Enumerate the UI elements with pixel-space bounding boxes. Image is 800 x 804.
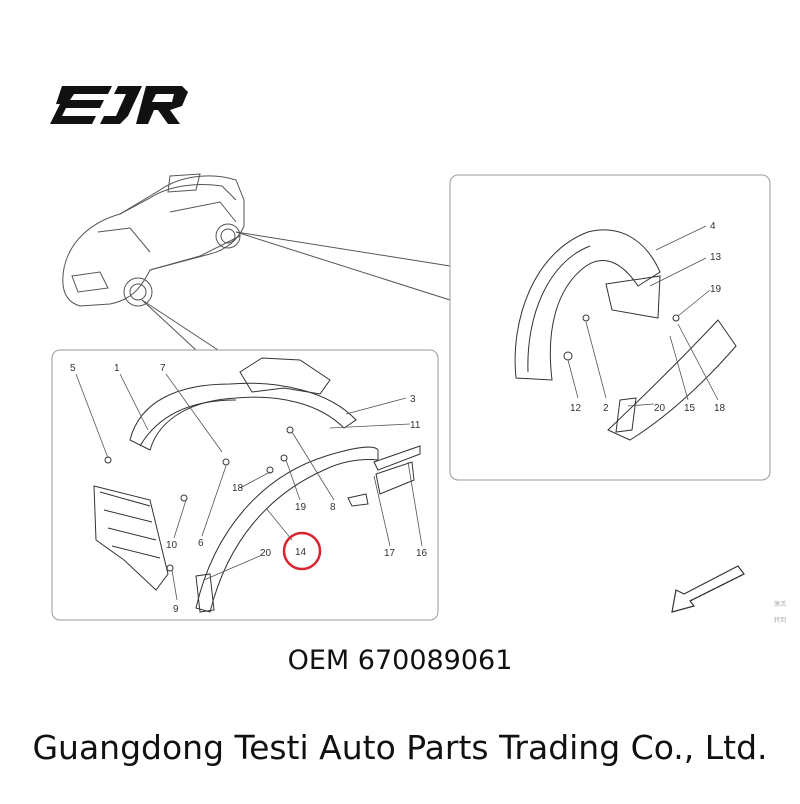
callout-label: 18 [714, 403, 726, 414]
callout-label: 15 [684, 403, 696, 414]
callout-label: 10 [166, 540, 178, 551]
callout-label: 18 [232, 483, 244, 494]
callout-label: 16 [416, 548, 428, 559]
callout-label: 20 [260, 548, 272, 559]
callout-label: 11 [410, 420, 421, 431]
callout-label: 20 [654, 403, 666, 414]
callout-label: 14 [295, 547, 307, 558]
front-callout-leaders [75, 373, 423, 601]
callout-label: 2 [603, 403, 609, 414]
callout-label: 3 [410, 394, 416, 405]
callout-label: 19 [710, 284, 722, 295]
watermark-text: 转到 [774, 616, 786, 624]
callout-label: 1 [114, 363, 120, 374]
callout-label: 6 [198, 538, 204, 549]
front-wheel-arch-parts [93, 357, 421, 613]
watermark-text: 激活 [774, 600, 786, 608]
callout-label: 19 [295, 502, 307, 513]
callout-label: 4 [710, 221, 716, 232]
callout-label: 7 [160, 363, 166, 374]
callout-label: 9 [173, 604, 179, 615]
company-name: Guangdong Testi Auto Parts Trading Co., … [32, 728, 768, 767]
direction-arrow-icon [671, 565, 745, 613]
callout-label: 5 [70, 363, 76, 374]
ejr-logo-icon [50, 86, 188, 124]
callout-label: 13 [710, 252, 722, 263]
car-illustration [62, 173, 245, 307]
rear-detail-box [449, 174, 771, 481]
callout-label: 17 [384, 548, 396, 559]
callout-label: 8 [330, 502, 336, 513]
leader-lines [141, 231, 451, 351]
highlight-circle [282, 531, 322, 571]
oem-number: OEM 670089061 [287, 645, 513, 676]
rear-wheel-arch-parts [514, 229, 737, 441]
rear-callouts: 4 13 19 12 2 20 15 18 [570, 221, 726, 414]
rear-callout-leaders [567, 225, 719, 407]
front-callouts: 5 1 7 3 11 18 19 8 6 10 20 14 17 16 9 [70, 363, 428, 615]
callout-label: 12 [570, 403, 582, 414]
